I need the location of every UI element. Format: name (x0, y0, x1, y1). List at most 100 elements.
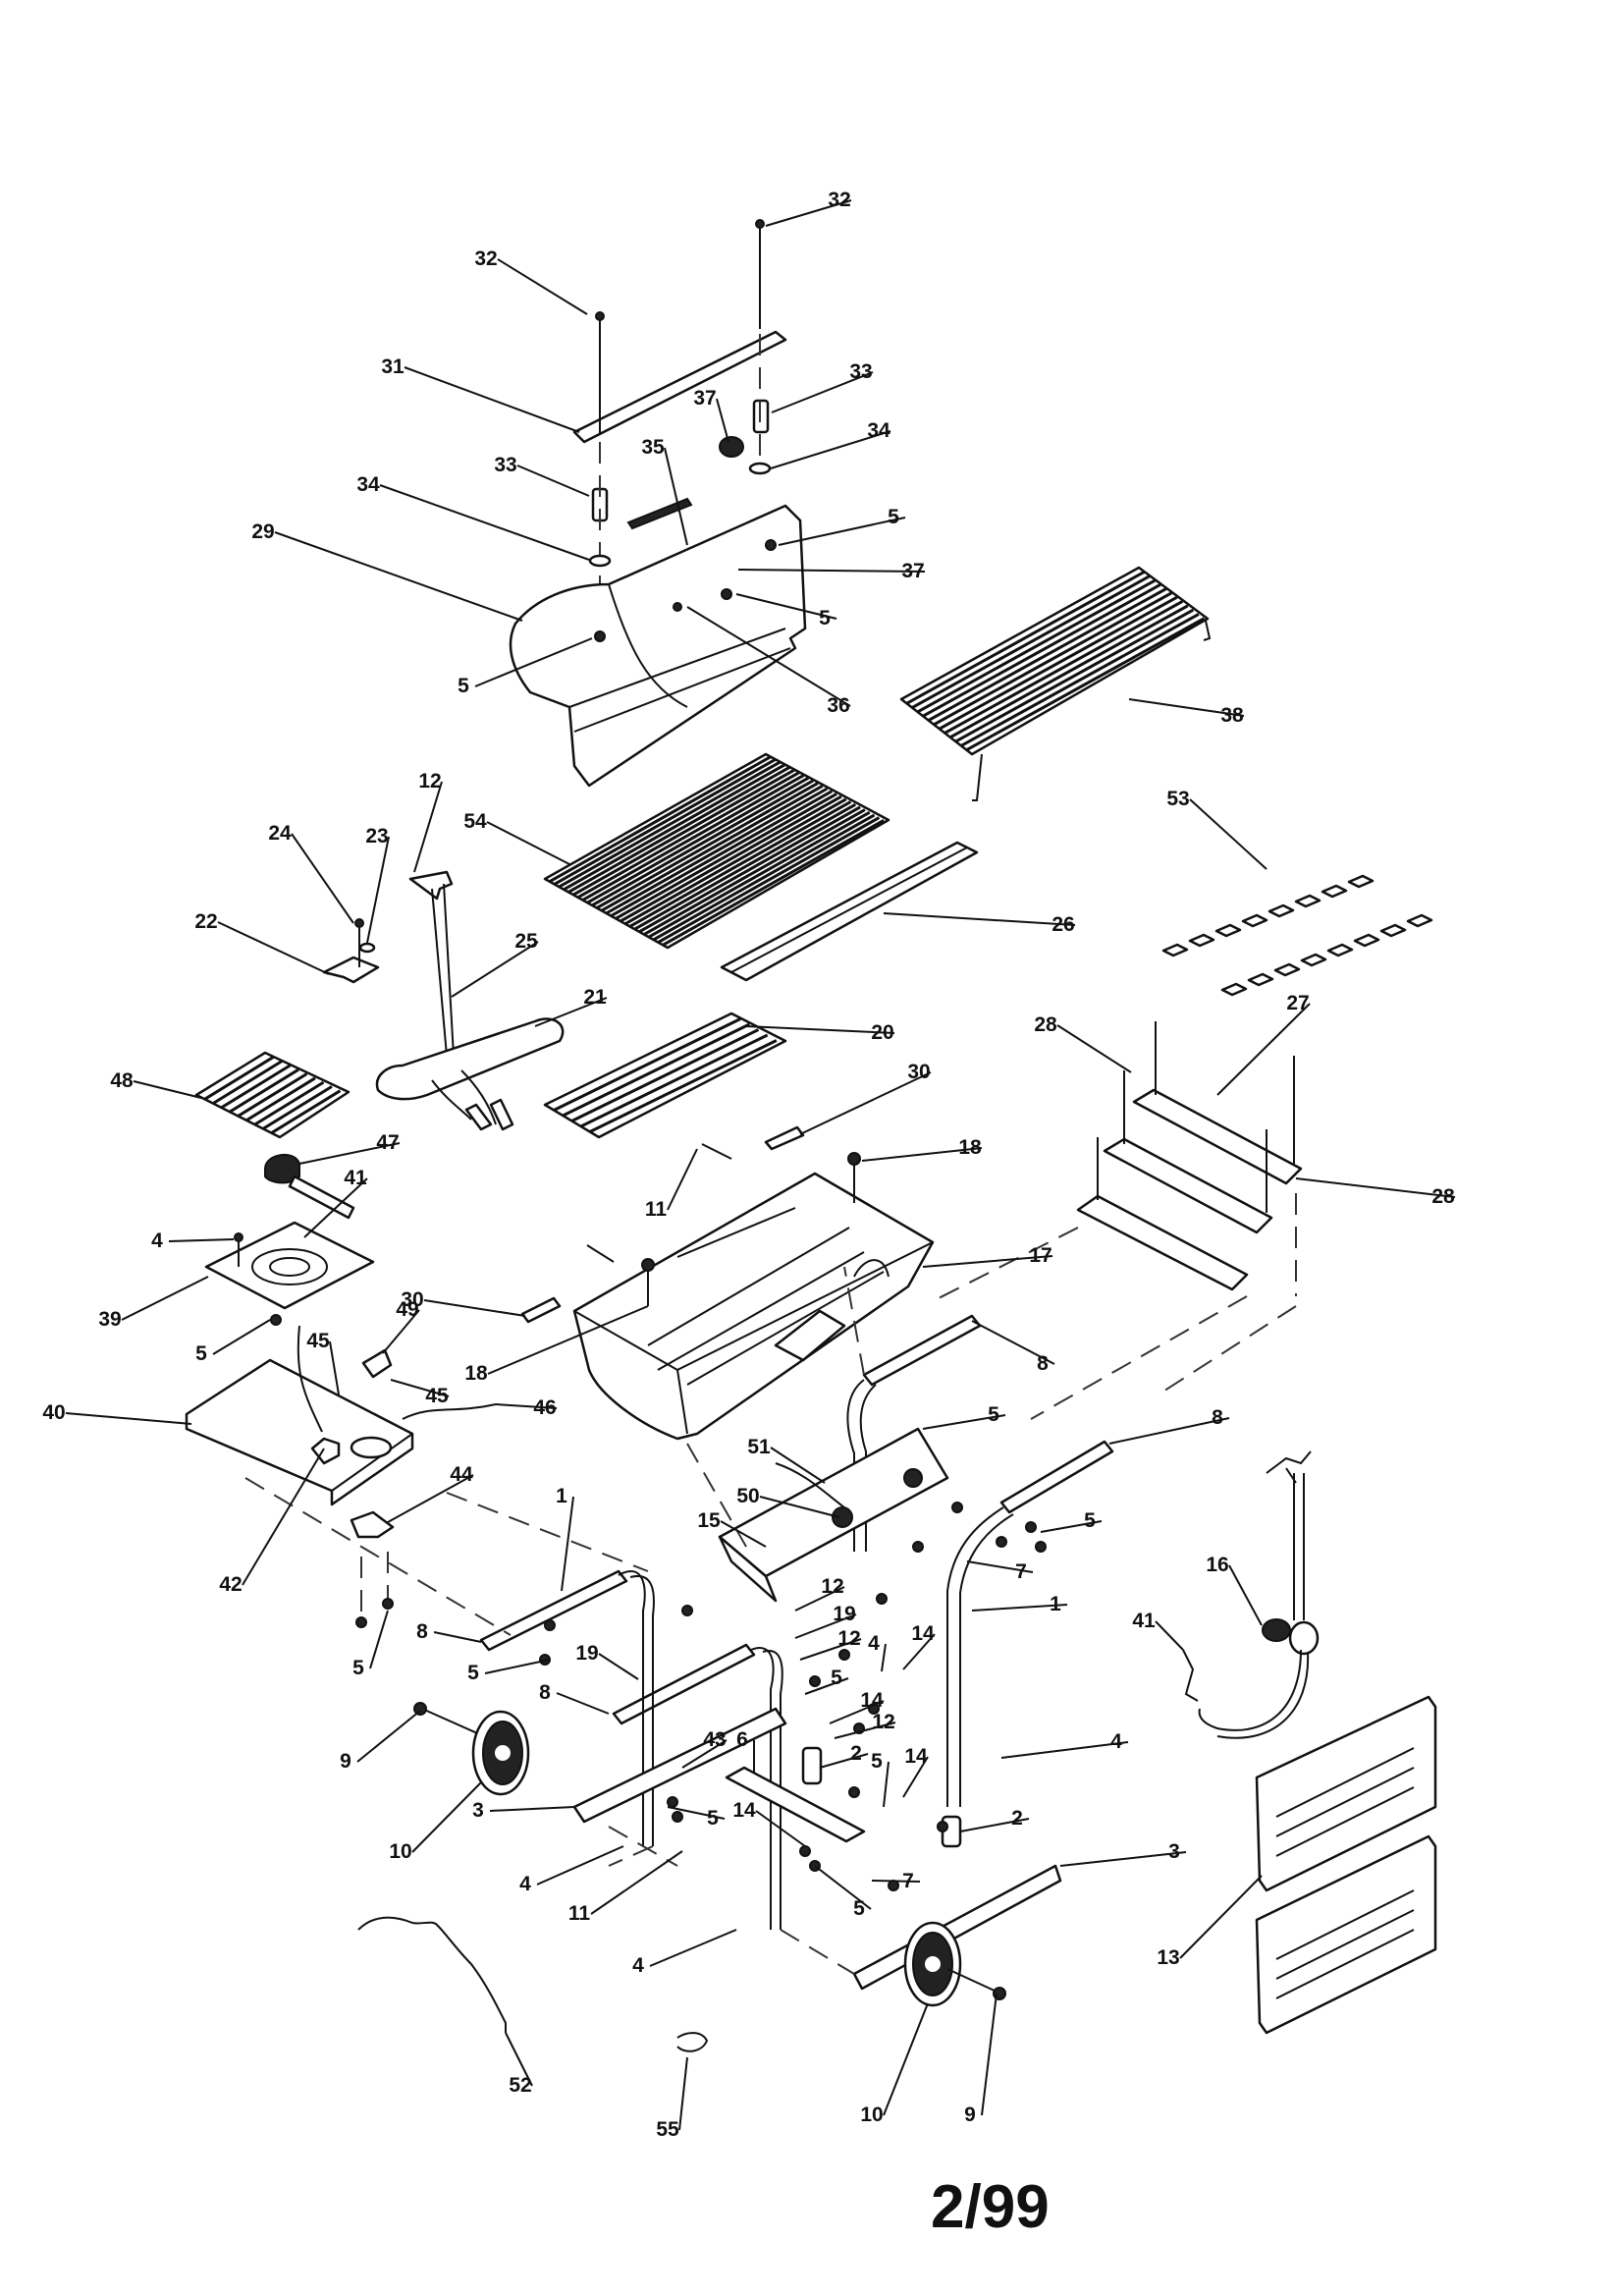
callout-24: 24 (268, 822, 292, 845)
leader-line-33 (771, 371, 874, 413)
callout-15: 15 (697, 1509, 721, 1532)
burner-assembly (322, 870, 787, 1139)
callout-5: 5 (988, 1403, 999, 1426)
washer-left (588, 554, 612, 568)
guide-b (446, 1492, 649, 1572)
warming-rack-bar (916, 578, 1157, 714)
leader-line-14 (902, 1756, 929, 1798)
shelf-slat-middle (1103, 1137, 1273, 1234)
warming-rack-bar (922, 582, 1161, 718)
frame-nut (681, 1605, 693, 1616)
leader-line-32 (497, 258, 588, 315)
callout-37: 37 (901, 560, 924, 582)
leader-line-13 (1179, 1875, 1263, 1959)
side-shelf-hole (350, 1436, 393, 1459)
lid-screw-a (765, 539, 777, 551)
lid-front-lip (568, 628, 791, 733)
cooking-grid-bar (549, 755, 772, 883)
firebox-pin-11a (701, 1143, 732, 1160)
side-grate-bar (270, 1089, 342, 1134)
callout-48: 48 (110, 1069, 134, 1092)
firebox-body (572, 1172, 935, 1441)
wheel-right (903, 1921, 1006, 2007)
firebox-pin-30-right (764, 1125, 805, 1151)
hook-55 (676, 2032, 709, 2052)
briquette (1300, 953, 1327, 967)
callout-4: 4 (868, 1632, 880, 1655)
heat-plate-bar (570, 1028, 760, 1122)
cooking-grid-bars (549, 755, 885, 947)
leader-line-54 (486, 821, 570, 865)
callout-32: 32 (474, 247, 497, 270)
leader-line-42 (242, 1448, 325, 1586)
leader-line-28 (1056, 1024, 1132, 1073)
frame-nut (951, 1502, 963, 1513)
callout-26: 26 (1052, 913, 1074, 936)
igniter-wire-b (443, 883, 455, 1057)
shelf-guide-2 (1030, 1295, 1248, 1420)
callout-5: 5 (819, 607, 831, 629)
burner-venturi (464, 1098, 514, 1131)
leader-line-18 (487, 1305, 649, 1375)
callout-14: 14 (732, 1799, 756, 1822)
warming-rack-bar (939, 595, 1178, 731)
callout-12: 12 (821, 1575, 843, 1598)
side-panels (1255, 1695, 1437, 2035)
callout-10: 10 (860, 2104, 883, 2126)
heat-plate-bar (553, 1017, 741, 1112)
frame-nut (876, 1593, 888, 1605)
leader-line-22 (217, 921, 330, 975)
leader-line-48 (133, 1080, 202, 1099)
leader-line-55 (678, 2056, 688, 2131)
leader-line-5 (804, 1677, 849, 1695)
callout-10: 10 (389, 1840, 411, 1863)
callout-28: 28 (1431, 1185, 1455, 1208)
frame-nut (809, 1675, 821, 1687)
briquette (1294, 894, 1321, 908)
leader-line-24 (291, 833, 354, 924)
cooking-grid-bar (563, 763, 785, 892)
cooking-grid-bar (643, 808, 866, 936)
callout-5: 5 (707, 1807, 719, 1830)
callout-44: 44 (450, 1463, 473, 1486)
leader-line-14 (902, 1633, 936, 1670)
axle-left-head (413, 1702, 427, 1716)
wire-harness-52 (357, 1916, 507, 2033)
warming-rack-bar (960, 613, 1200, 747)
leader-line-16 (1228, 1564, 1263, 1626)
frame-nut (667, 1796, 678, 1808)
leader-line-29 (274, 531, 523, 622)
leader-line-9 (981, 1993, 998, 2116)
callout-36: 36 (827, 694, 849, 717)
leader-line-39 (121, 1276, 209, 1321)
leader-line-11 (667, 1148, 698, 1211)
frame-nut (848, 1786, 860, 1798)
handle-bolt-left-head (595, 311, 605, 321)
side-knob (310, 1437, 341, 1465)
callout-41: 41 (344, 1167, 367, 1189)
callout-49: 49 (396, 1298, 418, 1321)
briquette (1220, 982, 1248, 997)
cooking-grid-bar (662, 819, 885, 947)
callout-8: 8 (1212, 1406, 1223, 1429)
cooking-grid-bar (633, 802, 857, 931)
guide-c (686, 1443, 747, 1548)
firebox-inner (647, 1207, 885, 1386)
cooking-grid-bar (572, 768, 795, 897)
control-knob-50 (832, 1506, 853, 1528)
side-grate-bar (229, 1067, 299, 1114)
callout-7: 7 (1015, 1560, 1027, 1583)
leader-line-5 (1040, 1520, 1103, 1533)
shelf-guide-3 (932, 1227, 1079, 1302)
callout-12: 12 (837, 1627, 860, 1650)
briquette (1326, 943, 1354, 957)
firebox-rim (573, 1241, 934, 1435)
bottom-rail-left (572, 1707, 787, 1824)
callout-29: 29 (251, 520, 274, 543)
warming-rack-bars (905, 570, 1206, 752)
callout-5: 5 (458, 675, 469, 697)
control-panel-end (718, 1535, 778, 1603)
leader-line-3 (1059, 1851, 1187, 1867)
cooking-grid-bar (615, 793, 837, 920)
